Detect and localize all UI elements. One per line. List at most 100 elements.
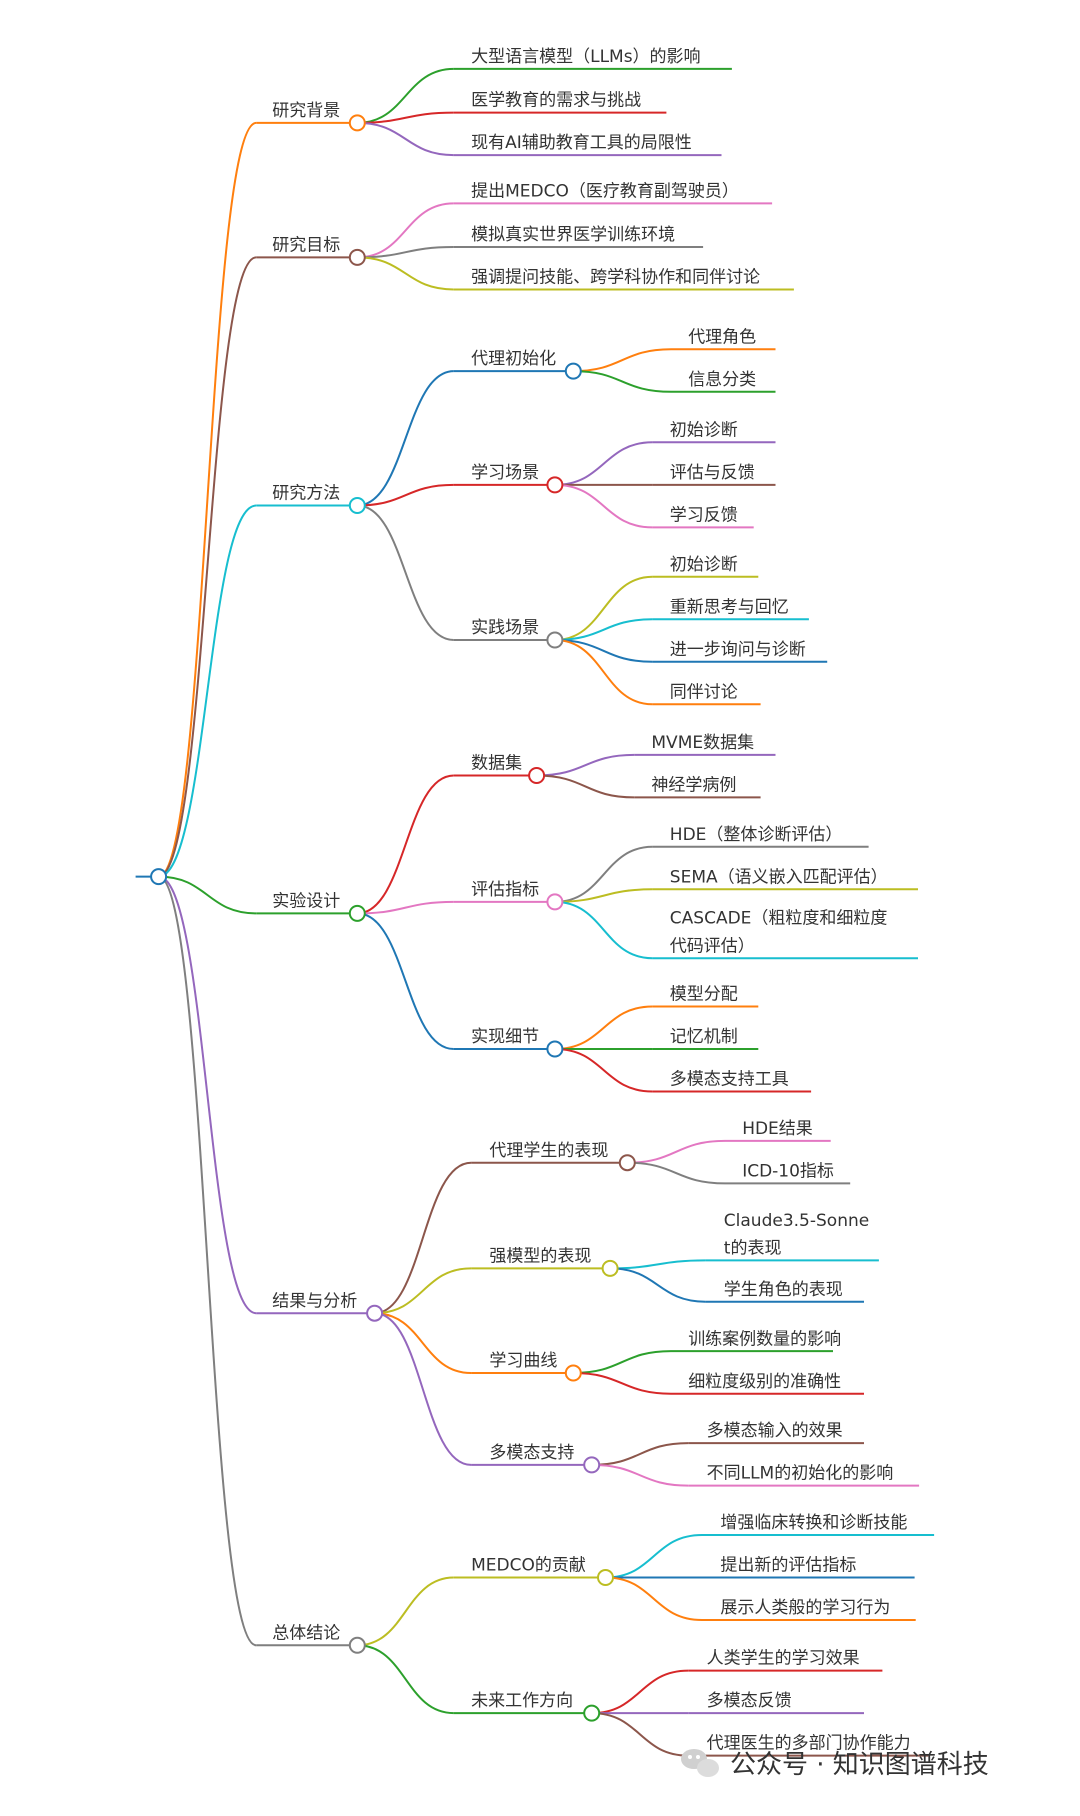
leaf-connector: [573, 1372, 672, 1395]
leaf-label: SEMA（语义嵌入匹配评估）: [670, 867, 888, 887]
topic-connector: [357, 111, 454, 124]
watermark: 公众号 · 知识图谱科技: [681, 1749, 989, 1780]
topic-label: 模拟真实世界医学训练环境: [471, 225, 675, 245]
leaf-label: 评估与反馈: [670, 463, 755, 483]
topic-connector: [357, 121, 454, 157]
branch-node[interactable]: [366, 1304, 384, 1322]
topic-node[interactable]: [583, 1704, 601, 1722]
topic-node[interactable]: [564, 1364, 582, 1382]
topic-node[interactable]: [546, 631, 564, 649]
topic-label: 学习场景: [471, 463, 539, 483]
topic-connector: [374, 1267, 472, 1315]
leaf-label: HDE（整体诊断评估）: [670, 825, 843, 845]
leaf-label: 多模态反馈: [707, 1691, 792, 1711]
topic-node[interactable]: [597, 1569, 614, 1586]
leaf-label: 神经学病例: [651, 776, 736, 796]
topic-connector: [357, 912, 454, 1050]
node-layer: 研究背景大型语言模型（LLMs）的影响医学教育的需求与挑战现有AI辅助教育工具的…: [150, 47, 911, 1754]
root-node[interactable]: [150, 868, 168, 886]
leaf-connector: [554, 441, 653, 486]
leaf-connector: [573, 348, 672, 373]
topic-label: 代理学生的表现: [489, 1141, 608, 1161]
leaf-label: 进一步询问与诊断: [670, 640, 806, 660]
topic-label: 数据集: [471, 754, 522, 774]
topic-connector: [357, 67, 454, 124]
topic-label: 实现细节: [471, 1027, 539, 1047]
leaf-label: 同伴讨论: [670, 682, 738, 702]
leaf-label: 记忆机制: [670, 1027, 738, 1047]
leaf-connector: [554, 888, 653, 903]
leaf-label: 学习反馈: [670, 506, 738, 526]
leaf-connector: [554, 483, 653, 529]
topic-node[interactable]: [546, 1040, 564, 1058]
leaf-connector: [554, 639, 653, 706]
topic-label: 学习曲线: [489, 1351, 557, 1371]
branch-connector: [158, 875, 257, 1315]
topic-node[interactable]: [618, 1154, 636, 1172]
leaf-label: 细粒度级别的准确性: [688, 1372, 841, 1392]
leaf-label: 增强临床转换和诊断技能: [720, 1513, 907, 1533]
leaf-label-line2: 代码评估）: [670, 936, 755, 956]
branch-connector: [158, 121, 257, 878]
leaf-label: 信息分类: [688, 370, 756, 390]
topic-label: 强调提问技能、跨学科协作和同伴讨论: [471, 268, 760, 288]
topic-connector: [374, 1312, 472, 1374]
topic-label: 评估指标: [471, 880, 539, 900]
topic-node[interactable]: [583, 1456, 601, 1474]
topic-label: 大型语言模型（LLMs）的影响: [471, 47, 700, 67]
topic-connector: [357, 246, 454, 259]
branch-label: 总体结论: [272, 1623, 340, 1643]
topic-connector: [357, 483, 454, 507]
leaf-label: HDE结果: [742, 1119, 813, 1139]
leaf-connector: [591, 1669, 689, 1715]
branch-node[interactable]: [348, 248, 366, 266]
topic-label: 提出MEDCO（医疗教育副驾驶员）: [471, 182, 739, 202]
topic-label: MEDCO的贡献: [471, 1556, 586, 1576]
leaf-label: 模型分配: [670, 985, 738, 1005]
leaf-label: 学生角色的表现: [724, 1280, 843, 1300]
leaf-label: ICD-10指标: [742, 1162, 834, 1182]
leaf-label: 多模态支持工具: [670, 1070, 789, 1090]
topic-connector: [374, 1161, 472, 1315]
leaf-label: 训练案例数量的影响: [688, 1329, 841, 1349]
leaf-label: MVME数据集: [651, 733, 754, 753]
leaf-label: 展示人类般的学习行为: [720, 1598, 890, 1618]
topic-label: 多模态支持: [489, 1443, 574, 1463]
topic-node[interactable]: [601, 1259, 619, 1277]
leaf-connector: [554, 1005, 653, 1050]
topic-label: 未来工作方向: [471, 1691, 573, 1711]
leaf-label: 初始诊断: [670, 420, 738, 440]
topic-label: 代理初始化: [471, 349, 556, 369]
topic-node[interactable]: [546, 893, 564, 911]
topic-connector: [357, 202, 454, 259]
leaf-connector: [554, 900, 653, 960]
branch-node[interactable]: [348, 114, 366, 132]
branch-node[interactable]: [348, 904, 366, 922]
leaf-label: 提出新的评估指标: [720, 1556, 856, 1576]
topic-connector: [374, 1312, 472, 1466]
topic-node[interactable]: [546, 476, 564, 494]
topic-connector: [357, 1644, 454, 1715]
leaf-connector: [554, 618, 653, 641]
topic-connector: [357, 1576, 454, 1647]
leaf-connector: [536, 753, 635, 777]
branch-label: 研究目标: [272, 236, 340, 256]
leaf-connector: [591, 1442, 689, 1466]
topic-node[interactable]: [528, 767, 546, 784]
leaf-label: 重新思考与回忆: [670, 597, 789, 617]
topic-label: 实践场景: [471, 618, 539, 638]
branch-node[interactable]: [348, 1636, 366, 1654]
leaf-connector: [591, 1712, 689, 1757]
leaf-connector: [573, 370, 672, 393]
leaf-label-line2: t的表现: [724, 1239, 782, 1259]
branch-connector: [158, 504, 257, 878]
watermark-text: 公众号 · 知识图谱科技: [730, 1750, 989, 1780]
branch-node[interactable]: [348, 497, 366, 514]
leaf-label: Claude3.5-Sonne: [724, 1211, 869, 1231]
leaf-connector: [536, 774, 635, 799]
topic-label: 医学教育的需求与挑战: [471, 91, 641, 111]
branch-label: 结果与分析: [272, 1291, 357, 1311]
topic-node[interactable]: [564, 362, 582, 380]
topic-label: 现有AI辅助教育工具的局限性: [471, 133, 692, 153]
branch-connector: [158, 256, 257, 878]
